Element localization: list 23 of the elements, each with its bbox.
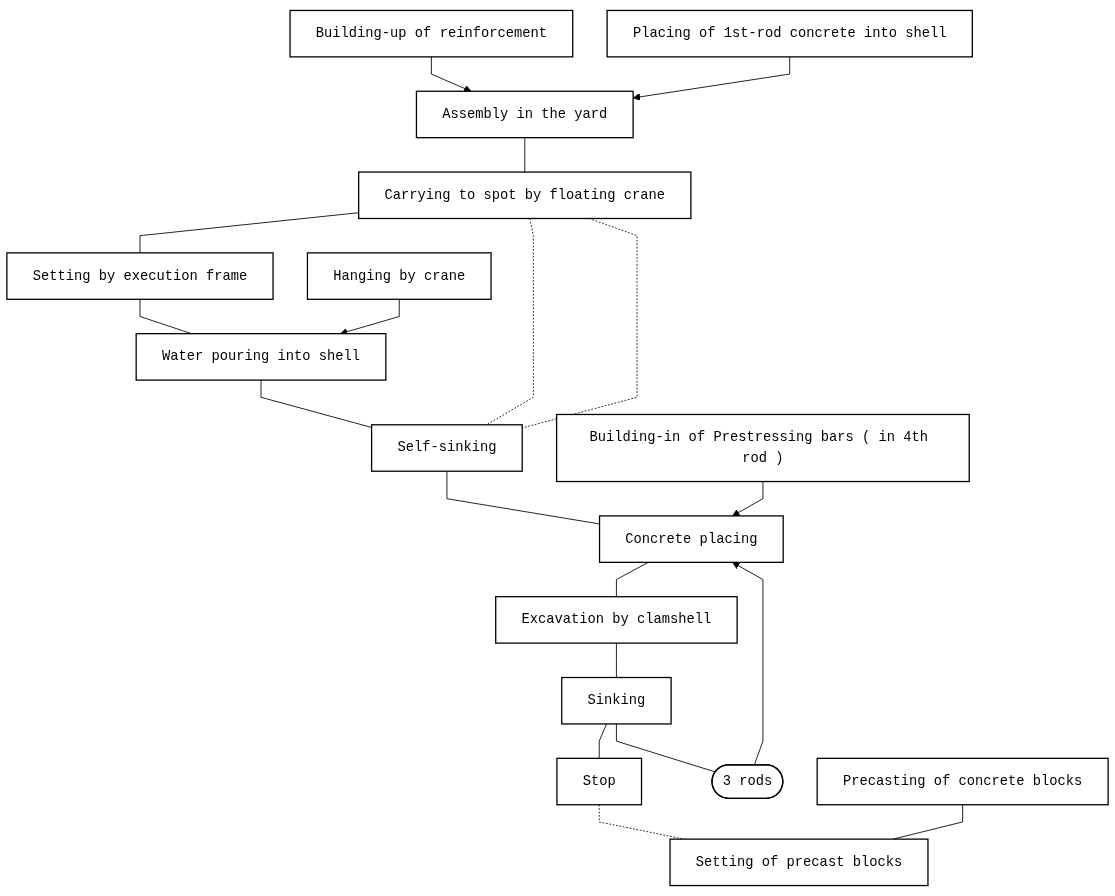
connector (598, 723, 607, 759)
node-box: Self-sinking (370, 424, 523, 472)
connector (616, 642, 617, 678)
node-box: Concrete placing (598, 515, 784, 563)
connector (616, 561, 649, 598)
node-box: Stop (556, 757, 643, 806)
node-box: Assembly in the yard (415, 90, 634, 139)
node-box: Sinking (561, 676, 672, 725)
node-box: Carrying to spot by floating crane (358, 171, 692, 220)
connector (446, 470, 600, 525)
node-box: Setting of precast blocks (669, 838, 929, 887)
node-box: Placing of 1st-rod concrete into shell (606, 9, 973, 58)
node-box: Water pouring into shell (135, 333, 387, 381)
connector (524, 137, 526, 173)
node-box: Hanging by crane (306, 252, 492, 300)
node-box: Building-in of Prestressing bars ( in 4th rod ) (555, 413, 970, 483)
node-box: Excavation by clamshell (495, 596, 738, 644)
connector (139, 212, 360, 254)
connector (486, 218, 534, 426)
node-box: Precasting of concrete blocks (816, 757, 1109, 806)
node-box: Building-up of reinforcement (289, 9, 574, 58)
node-box: Setting by execution frame (6, 252, 274, 300)
connector (616, 723, 717, 773)
